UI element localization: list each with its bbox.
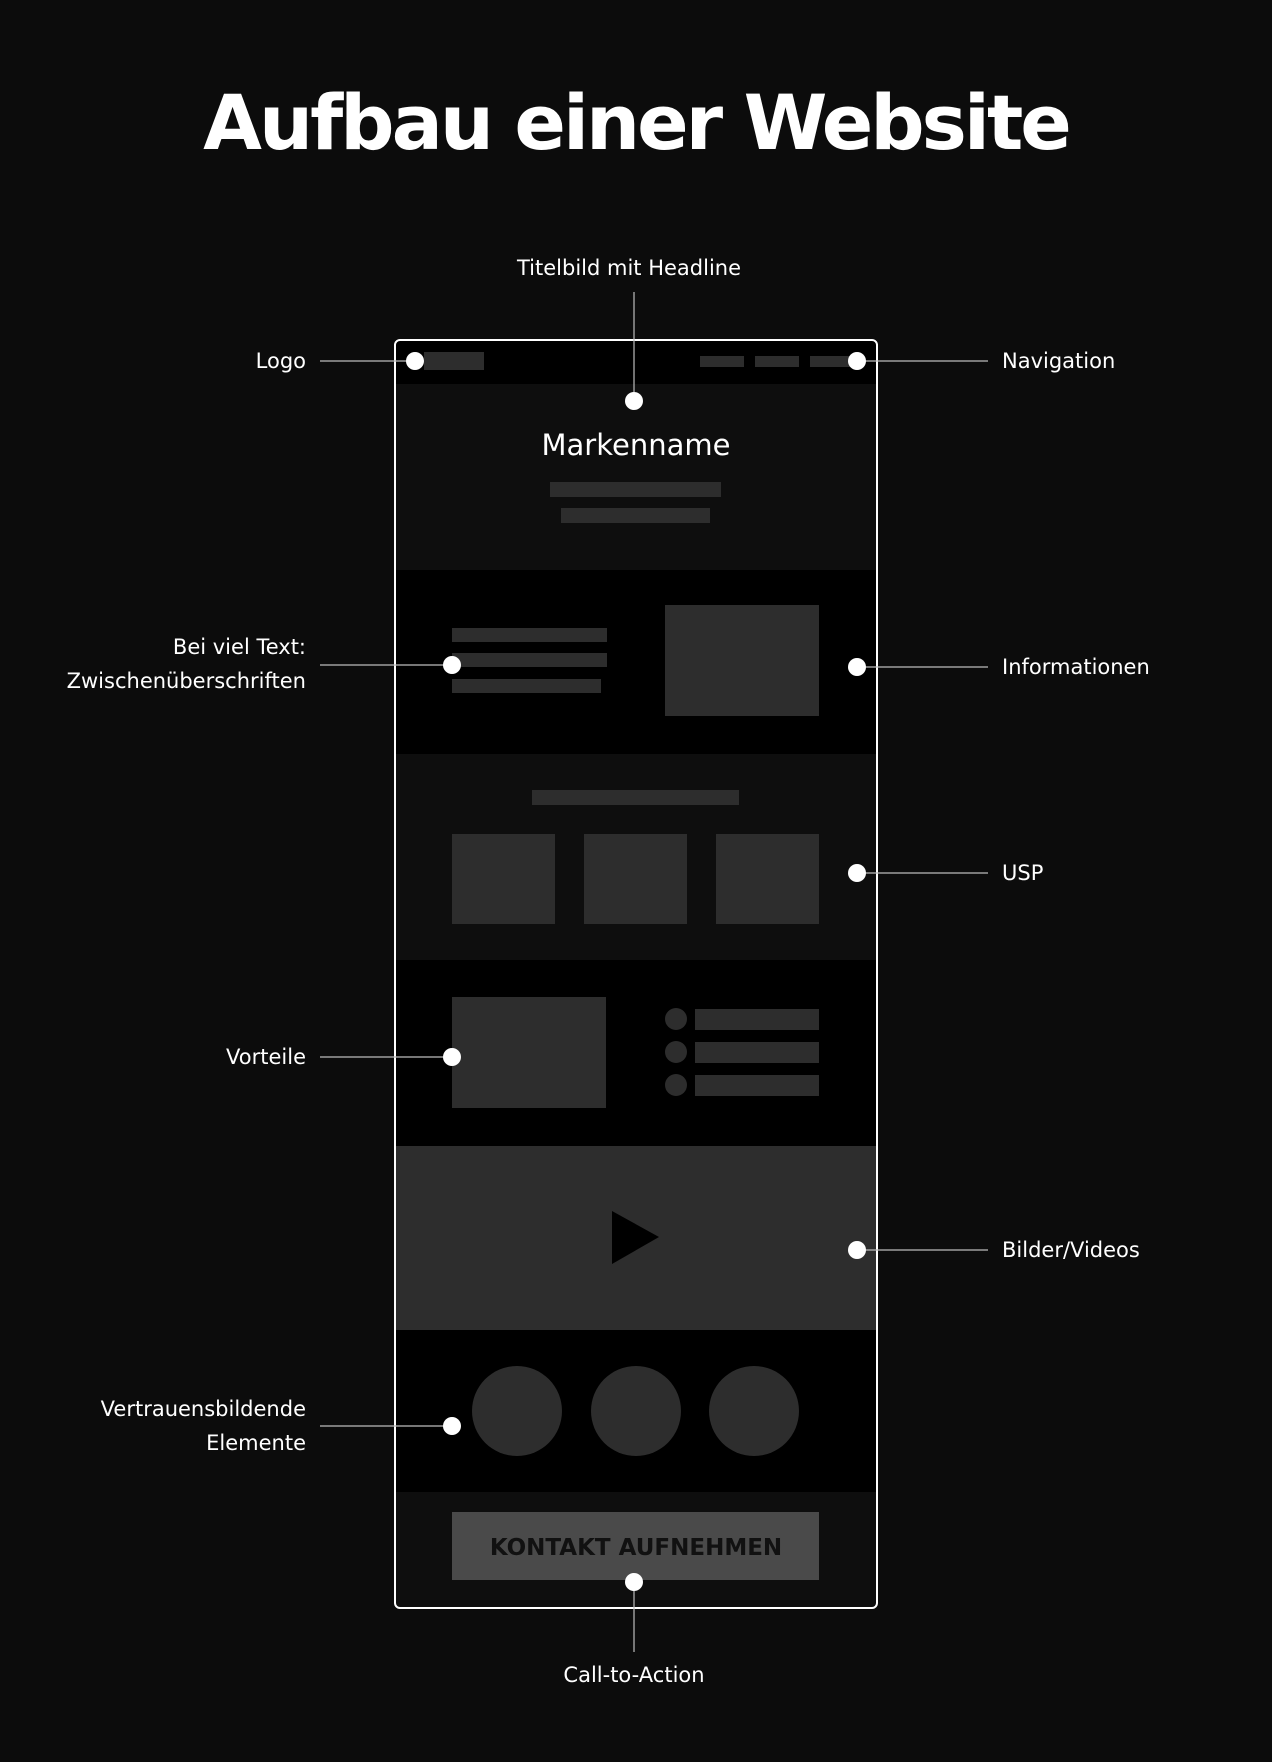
- info-text-line-1: [452, 628, 607, 642]
- marker-zwischen: [443, 656, 461, 674]
- marker-usp: [848, 864, 866, 882]
- label-zwischen-line-1: Bei viel Text:: [173, 635, 306, 659]
- label-vertrauen-line-2: Elemente: [206, 1431, 306, 1455]
- label-vorteile: Vorteile: [226, 1045, 306, 1069]
- marker-logo: [406, 352, 424, 370]
- label-logo: Logo: [256, 349, 306, 373]
- info-image: [665, 605, 819, 716]
- nav-item-3: [810, 356, 854, 367]
- vorteile-line-2: [695, 1042, 819, 1063]
- marker-vertrauen: [443, 1417, 461, 1435]
- hero-text-line-1: [550, 482, 721, 497]
- marker-bilder: [848, 1241, 866, 1259]
- contact-button[interactable]: KONTAKT AUFNEHMEN: [452, 1512, 819, 1580]
- label-zwischen-line-2: Zwischenüberschriften: [67, 669, 306, 693]
- info-text-line-2: [452, 653, 607, 667]
- info-text-line-3: [452, 679, 601, 693]
- marker-cta: [625, 1573, 643, 1591]
- marker-vorteile: [443, 1048, 461, 1066]
- marker-navigation: [848, 352, 866, 370]
- label-titelbild: Titelbild mit Headline: [516, 256, 741, 280]
- nav-item-1: [700, 356, 744, 367]
- mockup-frame: [394, 339, 878, 1609]
- label-bilder-videos: Bilder/Videos: [1002, 1238, 1140, 1262]
- logo-placeholder: [424, 352, 484, 370]
- vorteile-line-1: [695, 1009, 819, 1030]
- page-title: Aufbau einer Website: [203, 78, 1072, 167]
- vorteile-bullet-3: [665, 1074, 687, 1096]
- contact-button-bg[interactable]: [452, 1512, 819, 1580]
- marker-dots: [406, 352, 866, 1591]
- vorteile-bullet-2: [665, 1041, 687, 1063]
- trust-circle-1: [472, 1366, 562, 1456]
- trust-circle-3: [709, 1366, 799, 1456]
- usp-heading-bar: [532, 790, 739, 805]
- label-navigation: Navigation: [1002, 349, 1115, 373]
- hero-text-line-2: [561, 508, 710, 523]
- vorteile-image: [452, 997, 606, 1108]
- hero-section: [395, 384, 877, 570]
- label-usp: USP: [1002, 861, 1043, 885]
- trust-circle-2: [591, 1366, 681, 1456]
- label-vertrauen-line-1: Vertrauensbildende: [101, 1397, 306, 1421]
- vorteile-bullet-1: [665, 1008, 687, 1030]
- website-mockup: Markenname KONTAKT AUFNEHMEN: [394, 339, 878, 1609]
- label-cta: Call-to-Action: [563, 1663, 704, 1687]
- brand-name: Markenname: [542, 428, 731, 462]
- usp-box-2: [584, 834, 687, 924]
- marker-informationen: [848, 658, 866, 676]
- nav-item-2: [755, 356, 799, 367]
- annotation-labels: Titelbild mit Headline Logo Navigation B…: [67, 256, 1150, 1687]
- usp-box-1: [452, 834, 555, 924]
- label-informationen: Informationen: [1002, 655, 1150, 679]
- contact-button-label[interactable]: KONTAKT AUFNEHMEN: [490, 1535, 782, 1561]
- marker-titelbild: [625, 392, 643, 410]
- usp-box-3: [716, 834, 819, 924]
- play-icon: [612, 1211, 659, 1264]
- leader-lines: [320, 292, 988, 1652]
- vorteile-line-3: [695, 1075, 819, 1096]
